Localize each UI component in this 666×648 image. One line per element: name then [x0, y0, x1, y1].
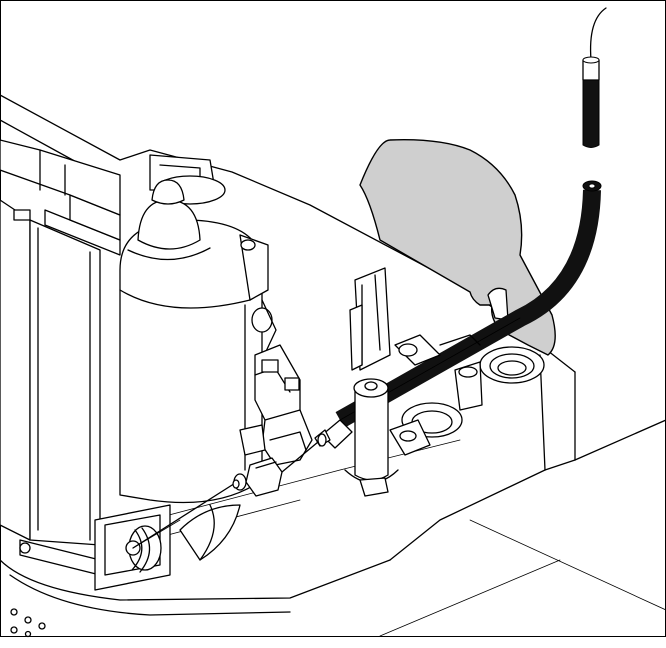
slot-clip [349, 267, 391, 371]
post-stud [344, 378, 399, 497]
vent-hole [24, 616, 32, 624]
bracket-connector [239, 344, 313, 466]
vent-hole [10, 626, 18, 634]
side-panel [0, 139, 121, 576]
vent-hole [10, 608, 18, 616]
vent-hole [38, 622, 46, 630]
small-fittings [389, 334, 483, 456]
probe-tip [582, 7, 607, 148]
black-cable [335, 189, 601, 428]
motor-cap [127, 179, 211, 261]
thin-wire [132, 479, 241, 549]
cable-end-connector [281, 419, 353, 473]
vent-hole [24, 630, 32, 638]
rotor-fan [94, 504, 241, 591]
fitting-nut [232, 457, 283, 497]
thin-wire [132, 519, 181, 549]
